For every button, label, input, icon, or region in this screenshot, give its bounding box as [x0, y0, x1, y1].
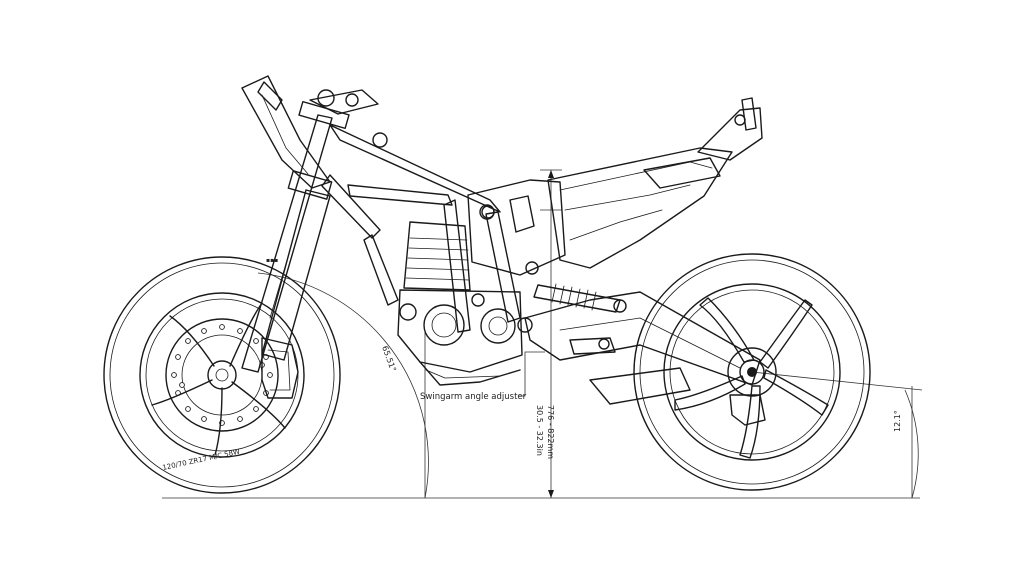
front-axle [215, 368, 229, 382]
front-rim [139, 292, 305, 458]
rake-angle-arc [257, 272, 429, 499]
front-rim-inner [145, 298, 299, 452]
front-brake-caliper [261, 337, 299, 399]
cylinder-head [403, 221, 471, 291]
rear-spokes [674, 297, 829, 459]
rear-angle-label: 12.1° [893, 410, 902, 432]
rear-rim [663, 283, 841, 461]
fender-bolt [734, 114, 746, 126]
fork-label-detail: ▪▪▪ [266, 257, 278, 264]
swingarm-body [524, 291, 761, 386]
rear-brake-caliper [729, 394, 766, 426]
chain-guide [589, 367, 691, 405]
rear-angle-arc [904, 389, 919, 499]
down-tube [321, 174, 381, 239]
lower-triple-clamp [287, 170, 333, 200]
front-tire-outer [103, 256, 341, 494]
handlebar-assembly [309, 89, 388, 148]
cylinder-fins [405, 237, 470, 281]
engine [397, 221, 523, 386]
engine-bolt [471, 293, 485, 307]
front-headlight-cowl [241, 75, 331, 189]
shock-spring [551, 283, 597, 311]
rear-sprocket [727, 347, 777, 397]
seat-height-in-label: 30.5 - 32.3in [535, 405, 544, 456]
main-frame-rail [329, 124, 501, 213]
rake-angle-label: 65.51° [380, 345, 398, 373]
frame-spar [443, 199, 471, 333]
cowl-tip [257, 81, 283, 111]
front-spokes [151, 302, 286, 456]
swingarm-leader-line [518, 351, 545, 397]
frame-cross-brace [347, 184, 453, 206]
airbox-intake [509, 195, 535, 233]
dimension-lines [162, 169, 923, 499]
ignition-cover [480, 308, 516, 344]
cowl-inner-line [261, 94, 309, 175]
front-wheel: 120/70 ZR17 M/C 58W [103, 256, 341, 494]
brake-reservoir [317, 89, 335, 107]
skid-plate [425, 369, 501, 379]
front-tire-inner-edge [109, 262, 335, 488]
handlebar [309, 89, 379, 115]
fork-tube [241, 114, 333, 373]
swingarm-angle-adjuster [569, 337, 616, 355]
swingarm-reinforcement [559, 317, 741, 369]
frame [321, 124, 533, 333]
front-hub [207, 360, 237, 390]
lower-cradle [363, 234, 399, 306]
airbox [467, 179, 566, 276]
front-brake-disc [165, 318, 279, 432]
rear-frame-spar [485, 211, 521, 323]
engine-mount-front [399, 303, 417, 321]
rear-angle-line [751, 371, 923, 391]
rear-axle [747, 367, 757, 377]
front-fork: ▪▪▪ [241, 100, 350, 373]
tail-light [643, 157, 721, 189]
tail-section [547, 147, 733, 269]
seat-line [559, 161, 713, 191]
subframe [547, 97, 763, 269]
swingarm [524, 291, 761, 405]
steering-head-bolt [372, 132, 388, 148]
seat-height-mm-label: 776 - 822mm [546, 405, 555, 459]
subframe-rail-upper [564, 184, 691, 211]
adjuster-bolt [598, 338, 610, 350]
rear-wheel [633, 253, 871, 491]
rear-tire-inner-edge [639, 259, 865, 485]
rear-tire-outer [633, 253, 871, 491]
rear-shock-body [533, 284, 621, 313]
fuel-tank [467, 179, 566, 276]
rear-shock [533, 283, 627, 313]
crankcase [397, 289, 523, 373]
rear-fender-tip [741, 97, 757, 131]
rear-fender [697, 107, 763, 161]
shock-mount [613, 299, 627, 313]
clutch-cover-inner [431, 312, 457, 338]
airbox-bolt [481, 205, 495, 219]
airbox-lower-bolt [525, 261, 539, 275]
clutch-cover [423, 304, 465, 346]
fork-guide [269, 249, 291, 319]
bar-clamp [345, 93, 359, 107]
seat-height-arrow-top [548, 170, 554, 178]
front-caliper-detail [267, 349, 291, 391]
swingarm-angle-adjuster-label: Swingarm angle adjuster [420, 392, 527, 402]
subframe-rail-lower [569, 209, 663, 241]
ignition-cover-inner [488, 316, 508, 336]
seat-height-arrow-bottom [548, 490, 554, 498]
fork-lower-leg [261, 189, 331, 361]
tire-size-text: 120/70 ZR17 M/C 58W [162, 448, 241, 472]
front-number-plate [241, 75, 331, 189]
